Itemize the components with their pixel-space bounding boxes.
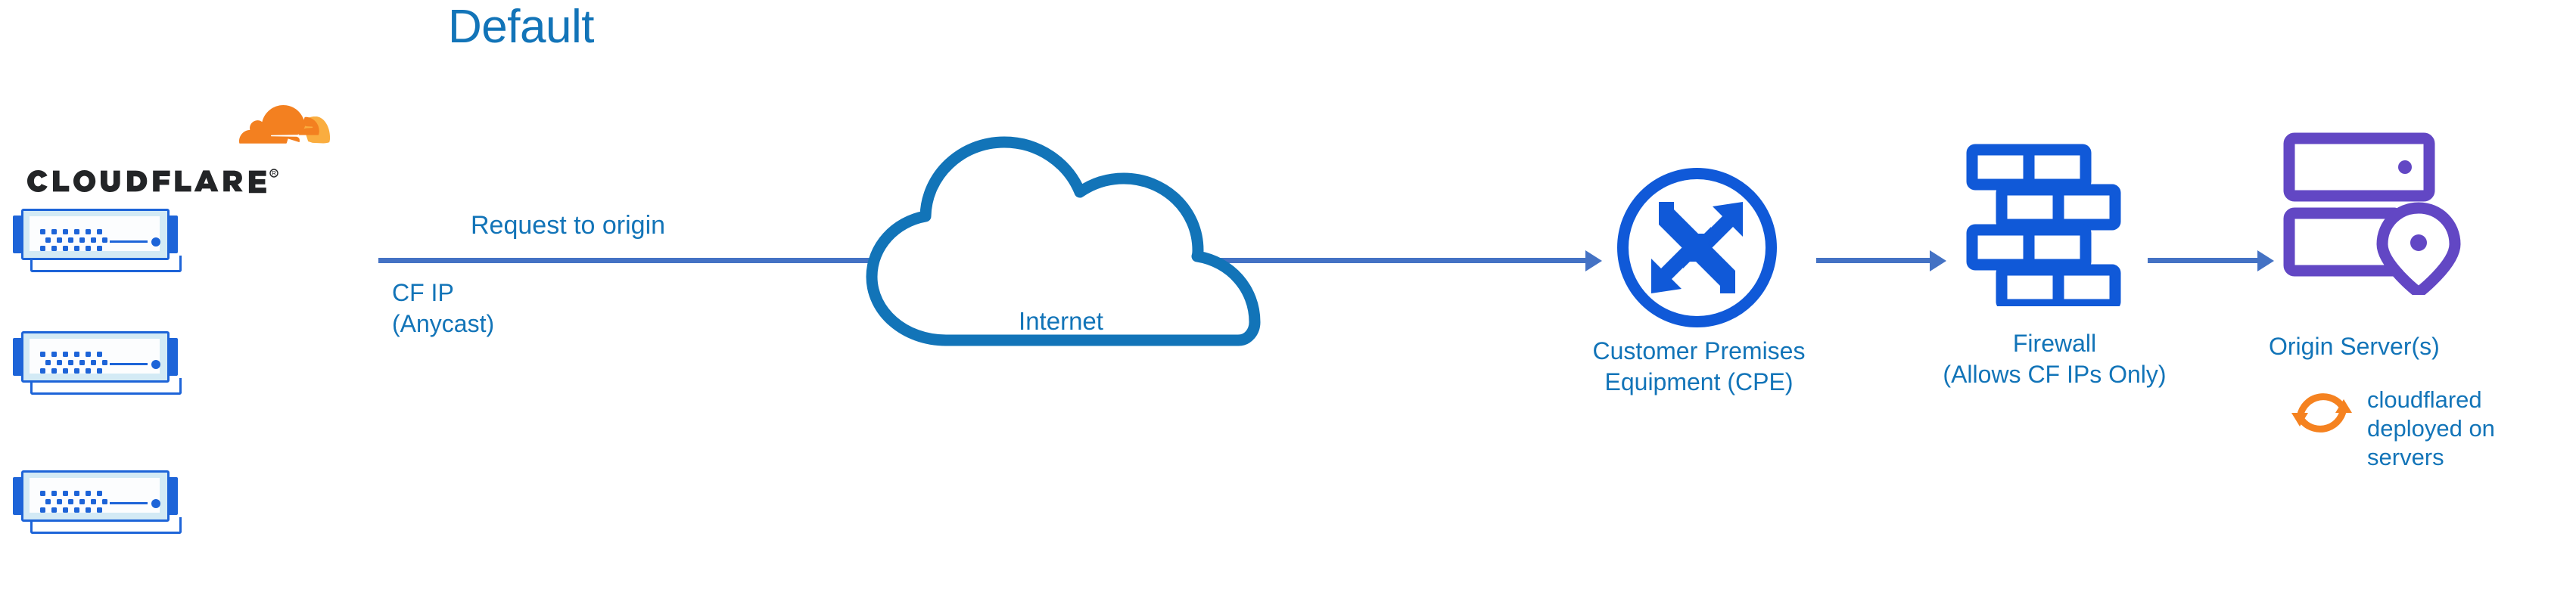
server-vent-grid bbox=[40, 486, 114, 513]
server-rack-location-icon bbox=[2283, 132, 2461, 295]
server-status-led bbox=[151, 360, 160, 369]
server-status-led bbox=[151, 237, 160, 247]
cloudflare-cloud-icon bbox=[239, 105, 331, 144]
svg-text:R: R bbox=[272, 170, 276, 177]
cf-ip-anycast-label: CF IP (Anycast) bbox=[392, 279, 495, 337]
page-title: Default bbox=[448, 1, 594, 53]
cpe-label: Customer Premises Equipment (CPE) bbox=[1592, 337, 1806, 395]
arrow-cpe-to-firewall-line bbox=[1816, 258, 1930, 263]
server-rack-ear-left bbox=[13, 216, 23, 253]
server-status-led bbox=[151, 499, 160, 508]
cloudflare-logo: R bbox=[21, 97, 354, 210]
firewall-label: Firewall (Allows CF IPs Only) bbox=[1943, 330, 2167, 388]
server-rack-ear-right bbox=[167, 477, 178, 515]
arrow-cpe-to-firewall-head bbox=[1930, 250, 1946, 271]
server-rack-ear-right bbox=[167, 338, 178, 376]
server-stack-unit-1 bbox=[13, 209, 182, 272]
arrow-edge-to-cpe-head bbox=[1585, 250, 1602, 271]
server-front-panel bbox=[30, 478, 160, 513]
arrow-firewall-to-origin-line bbox=[2148, 258, 2257, 263]
server-status-line bbox=[110, 363, 148, 365]
server-stack-unit-3 bbox=[13, 470, 182, 534]
server-stack-unit-2 bbox=[13, 331, 182, 395]
request-to-origin-label: Request to origin bbox=[471, 211, 666, 240]
server-front-panel bbox=[30, 339, 160, 374]
server-rack-ear-right bbox=[167, 216, 178, 253]
server-vent-grid bbox=[40, 225, 114, 251]
server-status-line bbox=[110, 502, 148, 504]
server-vent-grid bbox=[40, 347, 114, 374]
sync-arrows-icon bbox=[2291, 393, 2352, 433]
server-front-panel bbox=[30, 216, 160, 251]
internet-label: Internet bbox=[1019, 307, 1103, 335]
arrow-firewall-to-origin-head bbox=[2257, 250, 2274, 271]
server-rack-ear-left bbox=[13, 338, 23, 376]
router-icon bbox=[1617, 168, 1777, 327]
brick-wall-icon bbox=[1966, 144, 2121, 306]
cloudflare-wordmark: R bbox=[27, 169, 278, 194]
cloud-icon bbox=[866, 136, 1261, 346]
server-rack-ear-left bbox=[13, 477, 23, 515]
origin-server-label: Origin Server(s) bbox=[2269, 333, 2440, 360]
server-status-line bbox=[110, 240, 148, 243]
cloudflared-annotation-label: cloudflared deployed on servers bbox=[2367, 386, 2495, 470]
